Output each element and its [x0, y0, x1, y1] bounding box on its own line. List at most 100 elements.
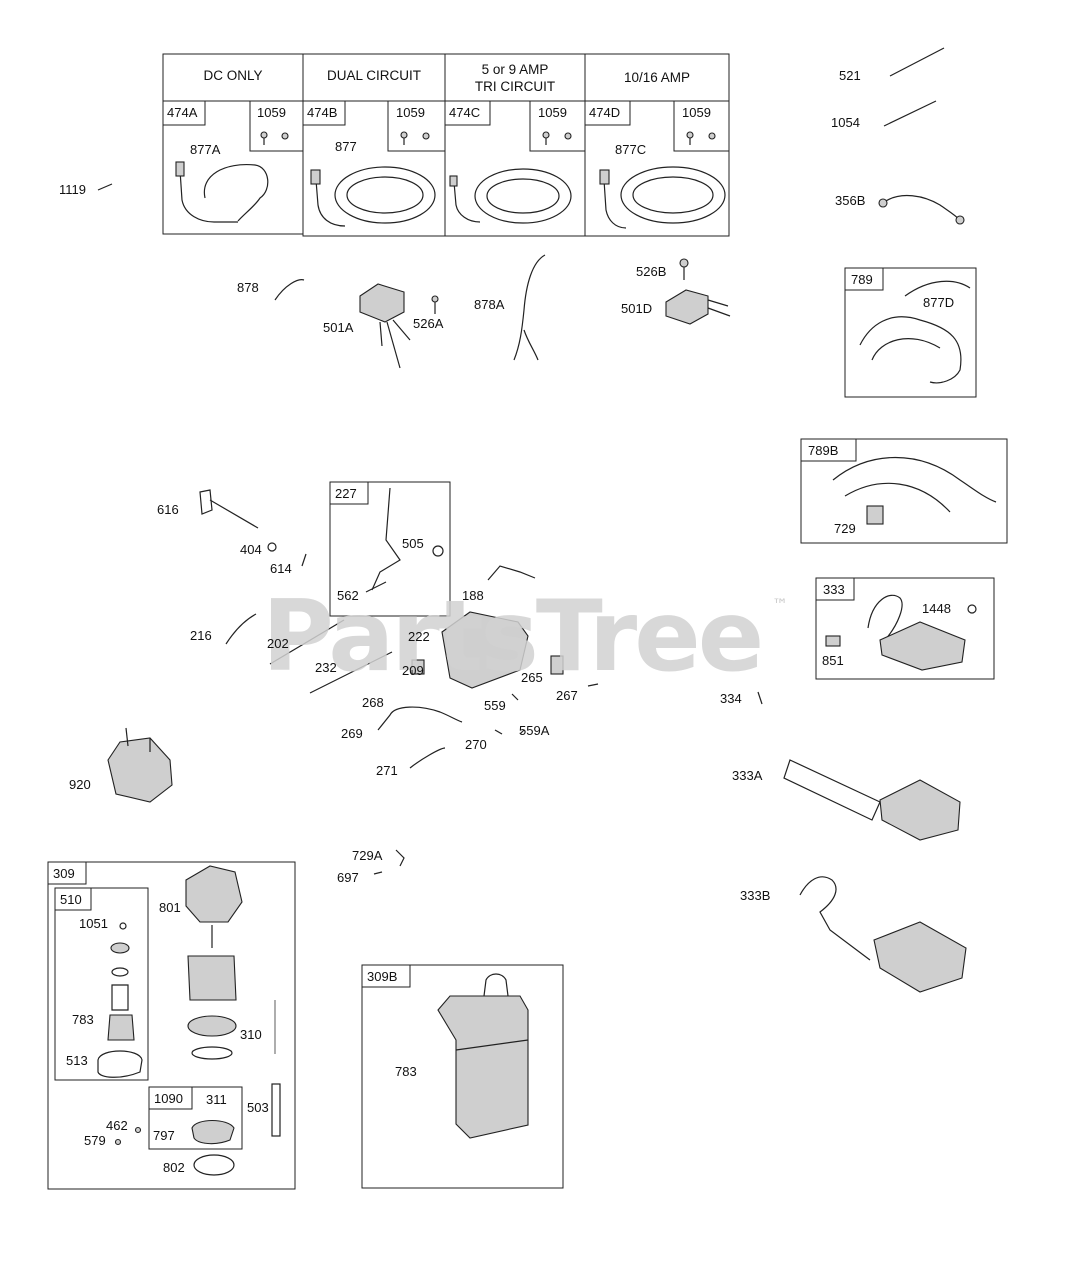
part-505	[432, 545, 444, 557]
callout-216: 216	[190, 628, 212, 643]
screw-washer-icons	[260, 131, 716, 145]
box-label-227: 227	[335, 486, 357, 501]
box-309B	[361, 964, 564, 1189]
callout-877A: 877A	[190, 142, 221, 157]
box-510	[54, 887, 149, 1081]
box-label-1059a: 1059	[257, 105, 286, 120]
callout-797: 797	[153, 1128, 175, 1143]
part-269	[377, 706, 463, 731]
callout-878: 878	[237, 280, 259, 295]
box-label-510: 510	[60, 892, 82, 907]
callout-269: 269	[341, 726, 363, 741]
callout-310: 310	[240, 1027, 262, 1042]
part-783-gear	[107, 1014, 135, 1041]
part-802	[193, 1154, 235, 1176]
header-dual-circuit: DUAL CIRCUIT	[326, 68, 421, 83]
header-dc-only: DC ONLY	[203, 68, 263, 83]
callout-877: 877	[335, 139, 357, 154]
box-label-474A: 474A	[167, 105, 198, 120]
part-armature	[187, 955, 237, 1001]
box-label-1090: 1090	[154, 1091, 183, 1106]
callout-579: 579	[84, 1133, 106, 1148]
header-tri-line2: TRI CIRCUIT	[474, 79, 556, 94]
part-1051	[119, 922, 127, 930]
callout-232: 232	[315, 660, 337, 675]
callout-462: 462	[106, 1118, 128, 1133]
callout-526A: 526A	[413, 316, 444, 331]
part-209	[411, 659, 425, 675]
callout-1051: 1051	[79, 916, 108, 931]
part-878A	[513, 254, 546, 361]
part-333A-boot	[783, 759, 881, 821]
callout-265: 265	[521, 670, 543, 685]
callout-521: 521	[839, 68, 861, 83]
part-559	[511, 693, 519, 701]
callout-503: 503	[247, 1100, 269, 1115]
part-616	[199, 489, 259, 529]
callout-267: 267	[556, 688, 578, 703]
callout-559A: 559A	[519, 723, 550, 738]
part-227-lever	[371, 487, 401, 591]
part-462	[134, 1126, 142, 1134]
callout-334: 334	[720, 691, 742, 706]
trademark-symbol: ™	[772, 595, 788, 614]
part-513	[97, 1050, 143, 1078]
part-265	[550, 655, 564, 675]
part-267	[587, 683, 599, 687]
part-797	[191, 1119, 235, 1145]
part-1448	[967, 604, 977, 614]
callout-513: 513	[66, 1053, 88, 1068]
callout-697: 697	[337, 870, 359, 885]
callout-801: 801	[159, 900, 181, 915]
part-878	[274, 279, 305, 301]
part-271	[409, 747, 446, 769]
stator-1016-amp	[599, 166, 726, 229]
box-label-474C: 474C	[449, 105, 481, 120]
box-label-309: 309	[53, 866, 75, 881]
stator-dc-only	[175, 161, 269, 223]
part-559A	[519, 729, 525, 735]
box-789	[844, 267, 977, 398]
part-188	[487, 565, 536, 581]
callout-333A: 333A	[732, 768, 763, 783]
callout-559: 559	[484, 698, 506, 713]
part-521	[889, 47, 945, 77]
box-label-474D: 474D	[589, 105, 621, 120]
part-562	[365, 581, 387, 593]
part-356B	[882, 194, 961, 221]
callout-501D: 501D	[621, 301, 653, 316]
callout-271: 271	[376, 763, 398, 778]
callout-311: 311	[206, 1092, 227, 1107]
part-202	[269, 619, 345, 665]
part-877D	[904, 280, 971, 297]
callout-877D: 877D	[923, 295, 955, 310]
stator-dual-circuit	[310, 166, 436, 227]
box-309	[47, 861, 296, 1190]
part-333A-coil	[879, 779, 961, 841]
callout-802: 802	[163, 1160, 185, 1175]
callout-1054: 1054	[831, 115, 860, 130]
part-270	[494, 729, 503, 735]
callout-783-starter: 783	[395, 1064, 417, 1079]
callout-1119: 1119	[59, 182, 86, 197]
part-526B	[679, 258, 689, 280]
part-232	[309, 651, 393, 694]
callout-202: 202	[267, 636, 289, 651]
callout-209: 209	[402, 663, 424, 678]
part-334	[757, 691, 763, 705]
callout-526B: 526B	[636, 264, 667, 279]
callout-222: 222	[408, 629, 430, 644]
box-label-333: 333	[823, 582, 845, 597]
box-label-309B: 309B	[367, 969, 398, 984]
part-801	[185, 865, 243, 923]
watermark-logo: PartsTree	[262, 580, 764, 694]
part-ring	[187, 1015, 237, 1037]
callout-1448: 1448	[922, 601, 951, 616]
box-label-1059c: 1059	[538, 105, 567, 120]
part-222-bracket	[441, 611, 529, 689]
callout-188: 188	[462, 588, 484, 603]
callout-729A: 729A	[352, 848, 383, 863]
part-783-spring	[111, 984, 129, 1011]
part-501A	[359, 283, 411, 369]
